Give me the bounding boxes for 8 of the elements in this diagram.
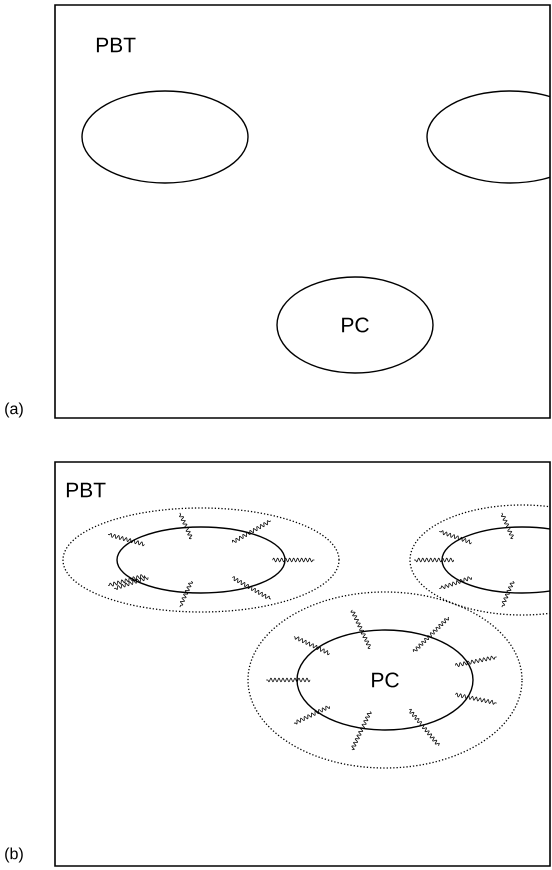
panel-label: (b) (5, 848, 23, 862)
phase-domain: PC (296, 629, 474, 731)
panel-label: (a) (5, 402, 23, 418)
phase-domain: PC (276, 276, 434, 374)
phase-domain (426, 90, 550, 184)
phase-domain (441, 526, 550, 594)
phase-domain (116, 526, 286, 594)
phase-domain (81, 90, 249, 184)
